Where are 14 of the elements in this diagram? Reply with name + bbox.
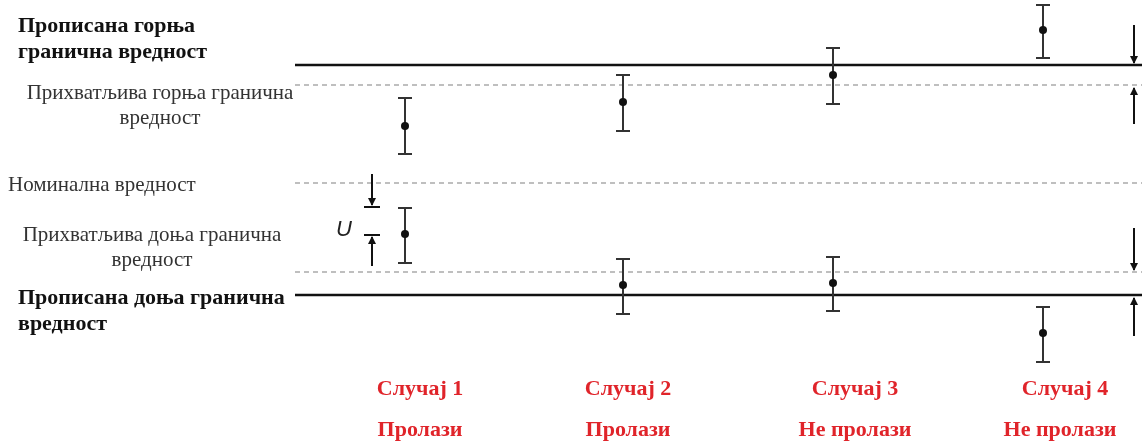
case-label: Случај 1 — [375, 375, 465, 402]
uncertainty-symbol: U — [336, 216, 353, 243]
limit-label: Прописана горња гранична вредност — [18, 12, 209, 65]
case-label: Случај 4 — [1020, 375, 1110, 402]
limit-label: Прописана доња гранична вредност — [18, 284, 286, 337]
case-label: Случај 3 — [810, 375, 900, 402]
case-label: Случај 2 — [583, 375, 673, 402]
limit-label: Прихватљива горња гранична вредност — [25, 80, 295, 131]
verdict-label: Не пролази — [797, 416, 913, 443]
verdict-label: Пролази — [376, 416, 464, 443]
limit-label: Прихватљива доња гранична вредност — [22, 222, 282, 273]
limit-label: Номинална вредност — [8, 172, 197, 198]
verdict-label: Не пролази — [1002, 416, 1118, 443]
verdict-label: Пролази — [584, 416, 672, 443]
